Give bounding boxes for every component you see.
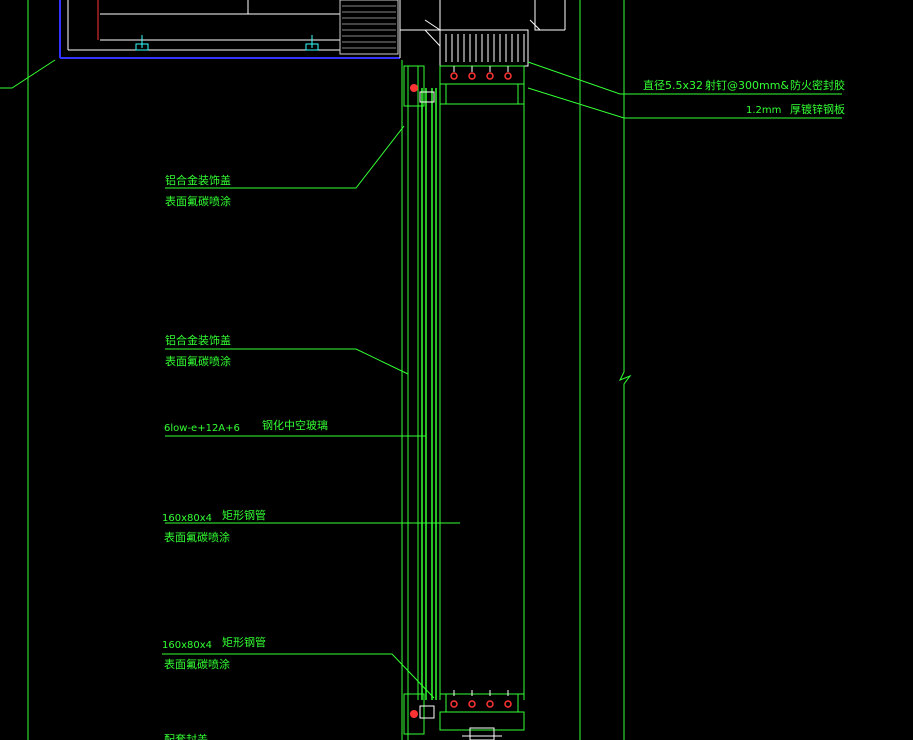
cover-2-finish: 表面氟碳喷涂 xyxy=(165,354,231,368)
upper-room-outline xyxy=(0,0,401,740)
tube-1-spec-label: 160x80x4 xyxy=(162,513,212,524)
tube-2-finish-label: 表面氟碳喷涂 xyxy=(164,657,230,671)
tube-2-name-label: 矩形钢管 xyxy=(222,635,266,649)
insulation-hatch xyxy=(339,0,399,55)
top-bracket xyxy=(403,65,525,107)
steel-plate-label: 厚镀锌钢板 xyxy=(790,102,845,116)
bottom-bracket xyxy=(403,690,525,740)
leader-lines xyxy=(162,61,842,699)
glass-spec-label: 6low-e+12A+6 xyxy=(164,423,240,434)
fixing-clip-icon xyxy=(135,35,319,51)
cover-2-name: 铝合金装饰盖 xyxy=(165,333,231,347)
fastener-spec-label: 直径5.5x32 xyxy=(643,78,703,92)
cover-1-name: 铝合金装饰盖 xyxy=(165,173,231,187)
fire-seal-label: 防火密封胶 xyxy=(790,78,845,92)
glass-name-label: 钢化中空玻璃 xyxy=(262,418,328,432)
concrete-slab xyxy=(400,0,566,67)
steel-thickness-label: 1.2mm xyxy=(746,105,781,116)
bottom-partial-label: 配套封盖 xyxy=(164,732,208,740)
tube-1-name-label: 矩形钢管 xyxy=(222,508,266,522)
rivet-spec-label: 射钉@300mm& xyxy=(705,78,789,92)
tube-2-spec-label: 160x80x4 xyxy=(162,640,212,651)
mullion-system xyxy=(401,0,632,740)
cover-1-finish: 表面氟碳喷涂 xyxy=(165,194,231,208)
tube-1-finish-label: 表面氟碳喷涂 xyxy=(164,530,230,544)
